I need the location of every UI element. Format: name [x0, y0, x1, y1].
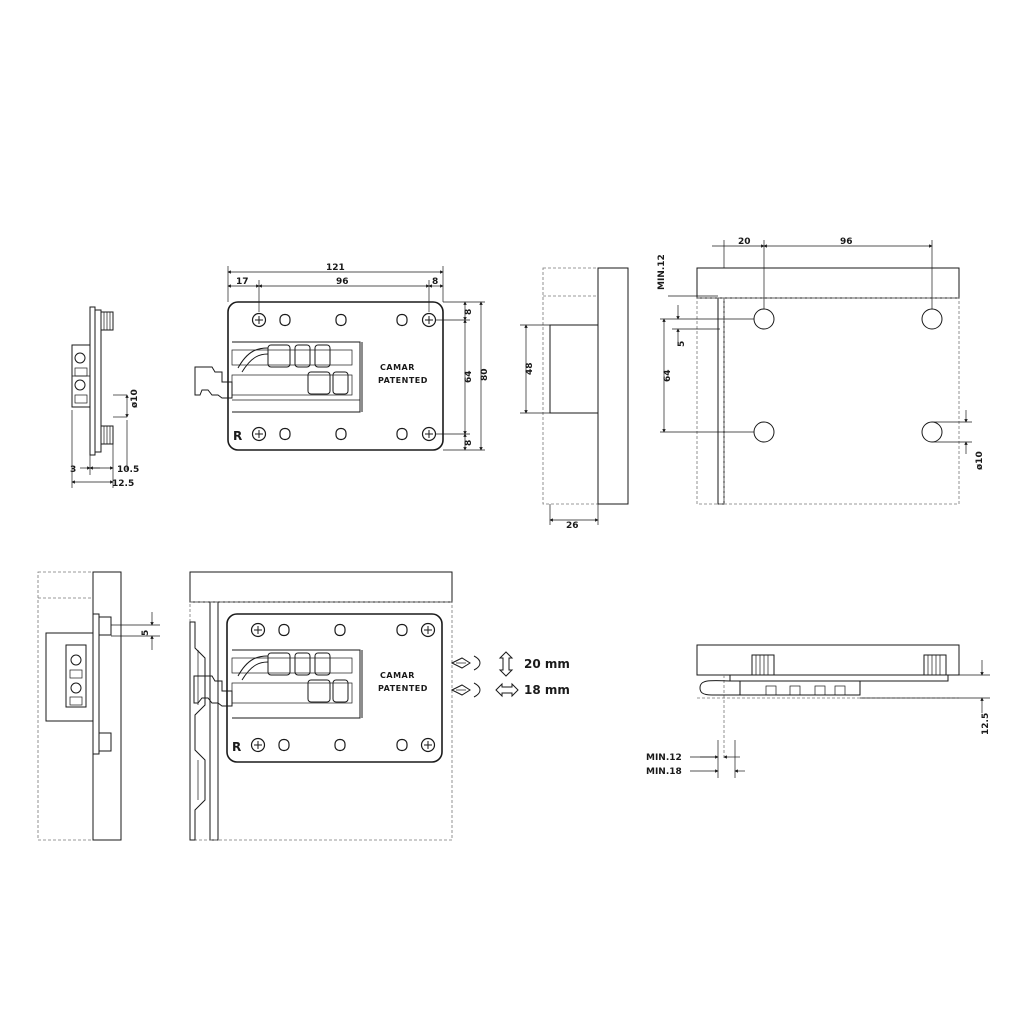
- assembly-hand-marker: R: [232, 740, 241, 754]
- brand-name: CAMAR: [380, 363, 415, 372]
- side-view: ø10 3 10.5 12.5: [70, 306, 140, 489]
- hand-marker: R: [233, 429, 242, 443]
- brand-patent: PATENTED: [378, 376, 428, 385]
- assembly-front-view: CAMAR PATENTED R: [189, 571, 453, 841]
- dim-top-12-5: 12.5: [981, 713, 991, 735]
- dim-side-3: 3: [70, 465, 76, 475]
- dim-drill-64: 64: [663, 369, 673, 382]
- dim-side-hole: ø10: [130, 389, 140, 408]
- assembly-brand-name: CAMAR: [380, 671, 415, 680]
- drill-pattern-view: 20 96 MIN.12 5 64 ø10: [657, 237, 985, 505]
- dim-drill-min12: MIN.12: [657, 254, 667, 290]
- dim-section-48: 48: [525, 362, 535, 375]
- adjustment-legend: 20 mm 18 mm: [450, 651, 570, 698]
- vertical-arrow-icon: [498, 651, 514, 677]
- dim-front-8-top: 8: [432, 277, 438, 287]
- dim-section-26: 26: [566, 521, 579, 531]
- horizontal-arrow-icon: [495, 682, 519, 698]
- dim-front-80: 80: [480, 368, 490, 381]
- dim-drill-5: 5: [677, 341, 687, 347]
- adjust-horizontal-label: 18 mm: [524, 683, 570, 697]
- screwdriver-icon-horizontal: [450, 682, 481, 698]
- dim-front-64: 64: [464, 370, 474, 383]
- dim-drill-hole: ø10: [975, 451, 985, 470]
- dim-front-17: 17: [236, 277, 249, 287]
- dim-front-121: 121: [326, 263, 345, 273]
- dim-top-min12: MIN.12: [646, 753, 682, 763]
- dim-front-8a: 8: [464, 309, 474, 315]
- dim-assembly-gap5: 5: [141, 630, 151, 636]
- dim-side-12-5: 12.5: [112, 479, 134, 489]
- section-view: 48 26: [520, 267, 629, 531]
- dim-side-10-5: 10.5: [117, 465, 139, 475]
- dim-drill-96: 96: [840, 237, 853, 247]
- dim-front-96: 96: [336, 277, 349, 287]
- front-view: CAMAR PATENTED R 121 17 96 8 8 64 8 80: [194, 263, 490, 451]
- threaded-pin-top: [100, 311, 114, 331]
- screwdriver-icon-vertical: [450, 655, 481, 671]
- threaded-pin-bottom: [100, 425, 114, 445]
- assembly-side-view: 5: [37, 571, 160, 841]
- assembly-brand-patent: PATENTED: [378, 684, 428, 693]
- dim-top-min18: MIN.18: [646, 767, 682, 777]
- adjust-vertical-label: 20 mm: [524, 657, 570, 671]
- dim-front-8b: 8: [464, 440, 474, 446]
- dim-drill-20: 20: [738, 237, 751, 247]
- top-view: 12.5 MIN.12 MIN.18: [646, 644, 991, 778]
